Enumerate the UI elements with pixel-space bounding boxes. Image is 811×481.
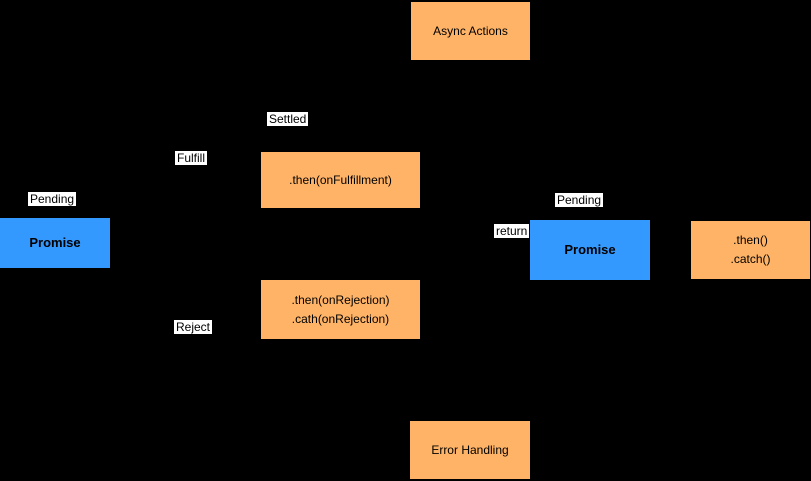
- then-catch-line1: .then(): [733, 233, 768, 248]
- then-onrejection-box: .then(onRejection) .cath(onRejection): [261, 280, 420, 339]
- then-onfulfillment-label: .then(onFulfillment): [289, 172, 392, 187]
- async-actions-box: Async Actions: [411, 2, 530, 60]
- fulfill-transition-label: Fulfill: [175, 151, 208, 165]
- error-handling-box: Error Handling: [410, 421, 530, 479]
- async-actions-label: Async Actions: [433, 23, 508, 38]
- promise-box-right: Promise: [530, 220, 650, 280]
- pending-state-label-right: Pending: [555, 193, 604, 207]
- then-onfulfillment-box: .then(onFulfillment): [261, 152, 420, 208]
- promise-box-left: Promise: [0, 218, 110, 268]
- then-onrejection-line2: .cath(onRejection): [291, 311, 390, 326]
- return-transition-label: return: [494, 224, 530, 238]
- pending-state-label-left: Pending: [28, 192, 77, 206]
- then-catch-box: .then() .catch(): [691, 221, 810, 279]
- then-onrejection-line1: .then(onRejection): [291, 292, 390, 307]
- reject-transition-label: Reject: [174, 320, 213, 334]
- error-handling-label: Error Handling: [431, 442, 509, 457]
- then-catch-line2: .catch(): [730, 252, 771, 266]
- promise-label-left: Promise: [29, 234, 81, 250]
- promise-label-right: Promise: [564, 241, 616, 257]
- settled-state-label: Settled: [267, 112, 309, 126]
